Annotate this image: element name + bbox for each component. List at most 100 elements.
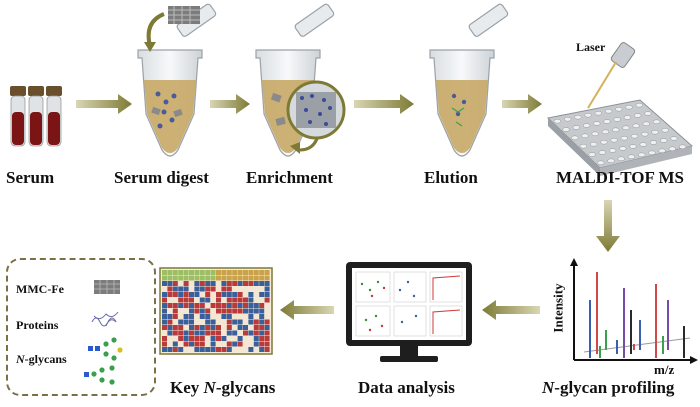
plate-well [670, 136, 678, 141]
heatmap-cell [216, 297, 221, 303]
heatmap-cell [194, 341, 200, 347]
heatmap-cell [210, 275, 216, 281]
heatmap-cell [248, 308, 254, 314]
key-rest: -glycans [215, 378, 276, 397]
heatmap-icon [159, 267, 273, 355]
heatmap-cell [183, 336, 189, 341]
heatmap-cell [167, 308, 173, 314]
heatmap-cell [226, 292, 232, 297]
heatmap-cell [199, 286, 205, 292]
heatmap-cell [172, 330, 178, 336]
heatmap-cell [205, 275, 211, 281]
heatmap-cell [210, 347, 216, 352]
n-glycan-icon [84, 337, 123, 385]
plate-well [658, 148, 666, 154]
heatmap-cell [226, 341, 232, 347]
heatmap-cell [189, 286, 194, 292]
heatmap-cell [243, 297, 248, 303]
heatmap-cell [194, 270, 200, 275]
heatmap-cell [216, 292, 221, 297]
heatmap-cell [183, 325, 189, 330]
heatmap-cell [237, 292, 243, 297]
heatmap-cell [167, 297, 173, 303]
heatmap-cell [178, 325, 184, 330]
flow-arrow-down [596, 200, 620, 252]
plate-well [584, 112, 592, 118]
heatmap-cell [243, 286, 248, 292]
plate-well [630, 133, 639, 139]
monitor-icon [346, 262, 472, 362]
heatmap-cell [226, 314, 232, 319]
heatmap-cell [232, 336, 238, 341]
flow-arrow-2 [210, 94, 250, 114]
heatmap-cell [237, 341, 243, 347]
plate-well [564, 116, 572, 122]
plate-well [623, 115, 632, 120]
heatmap-cell [162, 325, 167, 330]
plate-well [608, 148, 617, 153]
heatmap-cell [205, 341, 211, 347]
heatmap-cell [194, 347, 200, 352]
heatmap-cell [232, 314, 238, 319]
heatmap-cell [178, 314, 184, 319]
heatmap-cell [243, 347, 248, 352]
heatmap-cell [167, 330, 173, 336]
heatmap-cell [167, 303, 173, 308]
legend-proteins-label: Proteins [16, 318, 59, 332]
heatmap-cell [205, 281, 211, 286]
heatmap-cell [232, 286, 238, 292]
heatmap-cell [248, 270, 254, 275]
heatmap-cell [162, 314, 167, 319]
plate-well [590, 141, 598, 147]
heatmap-cell [167, 275, 173, 281]
plate-well [594, 110, 602, 116]
plate-well [651, 129, 659, 135]
heatmap-cell [183, 347, 189, 352]
step-label-serum-digest: Serum digest [114, 168, 209, 187]
heatmap-cell [210, 286, 216, 292]
heatmap-cell [237, 336, 243, 341]
heatmap-cell [226, 286, 232, 292]
plate-well [649, 140, 658, 145]
heatmap-cell [226, 330, 232, 336]
heatmap-cell [232, 275, 238, 281]
heatmap-cell [248, 347, 254, 352]
heatmap-cell [248, 297, 254, 303]
heatmap-cell [221, 270, 227, 275]
heatmap-cell [237, 270, 243, 275]
heatmap-cell [264, 336, 270, 341]
heatmap-cell [178, 281, 184, 286]
plate-well [572, 125, 580, 130]
heatmap-cell [237, 275, 243, 281]
microcentrifuge-tube-icon [137, 2, 218, 157]
heatmap-cell [205, 336, 211, 341]
plate-well [582, 123, 591, 128]
plate-well [619, 146, 627, 151]
heatmap-cell [237, 281, 243, 286]
heatmap-cell [183, 330, 189, 336]
heatmap-cell [172, 325, 178, 330]
heatmap-cell [167, 319, 173, 325]
heatmap-cell [178, 303, 184, 308]
heatmap-cell [205, 319, 211, 325]
heatmap-cell [253, 286, 259, 292]
heatmap-cell [259, 336, 265, 341]
heatmap-cell [199, 275, 205, 281]
heatmap-cell [205, 286, 211, 292]
heatmap-cell [183, 297, 189, 303]
heatmap-cell [216, 308, 221, 314]
plate-well [661, 127, 669, 133]
heatmap-cell [216, 319, 221, 325]
heatmap-cell [178, 336, 184, 341]
heatmap-cell [243, 281, 248, 286]
heatmap-cell [253, 292, 259, 297]
heatmap-cell [162, 297, 167, 303]
heatmap-cell [226, 275, 232, 281]
heatmap-cell [189, 336, 194, 341]
heatmap-cell [162, 347, 167, 352]
heatmap-cell [183, 341, 189, 347]
heatmap-cell [205, 270, 211, 275]
heatmap-cell [264, 270, 270, 275]
heatmap-cell [172, 314, 178, 319]
heatmap-cell [243, 336, 248, 341]
